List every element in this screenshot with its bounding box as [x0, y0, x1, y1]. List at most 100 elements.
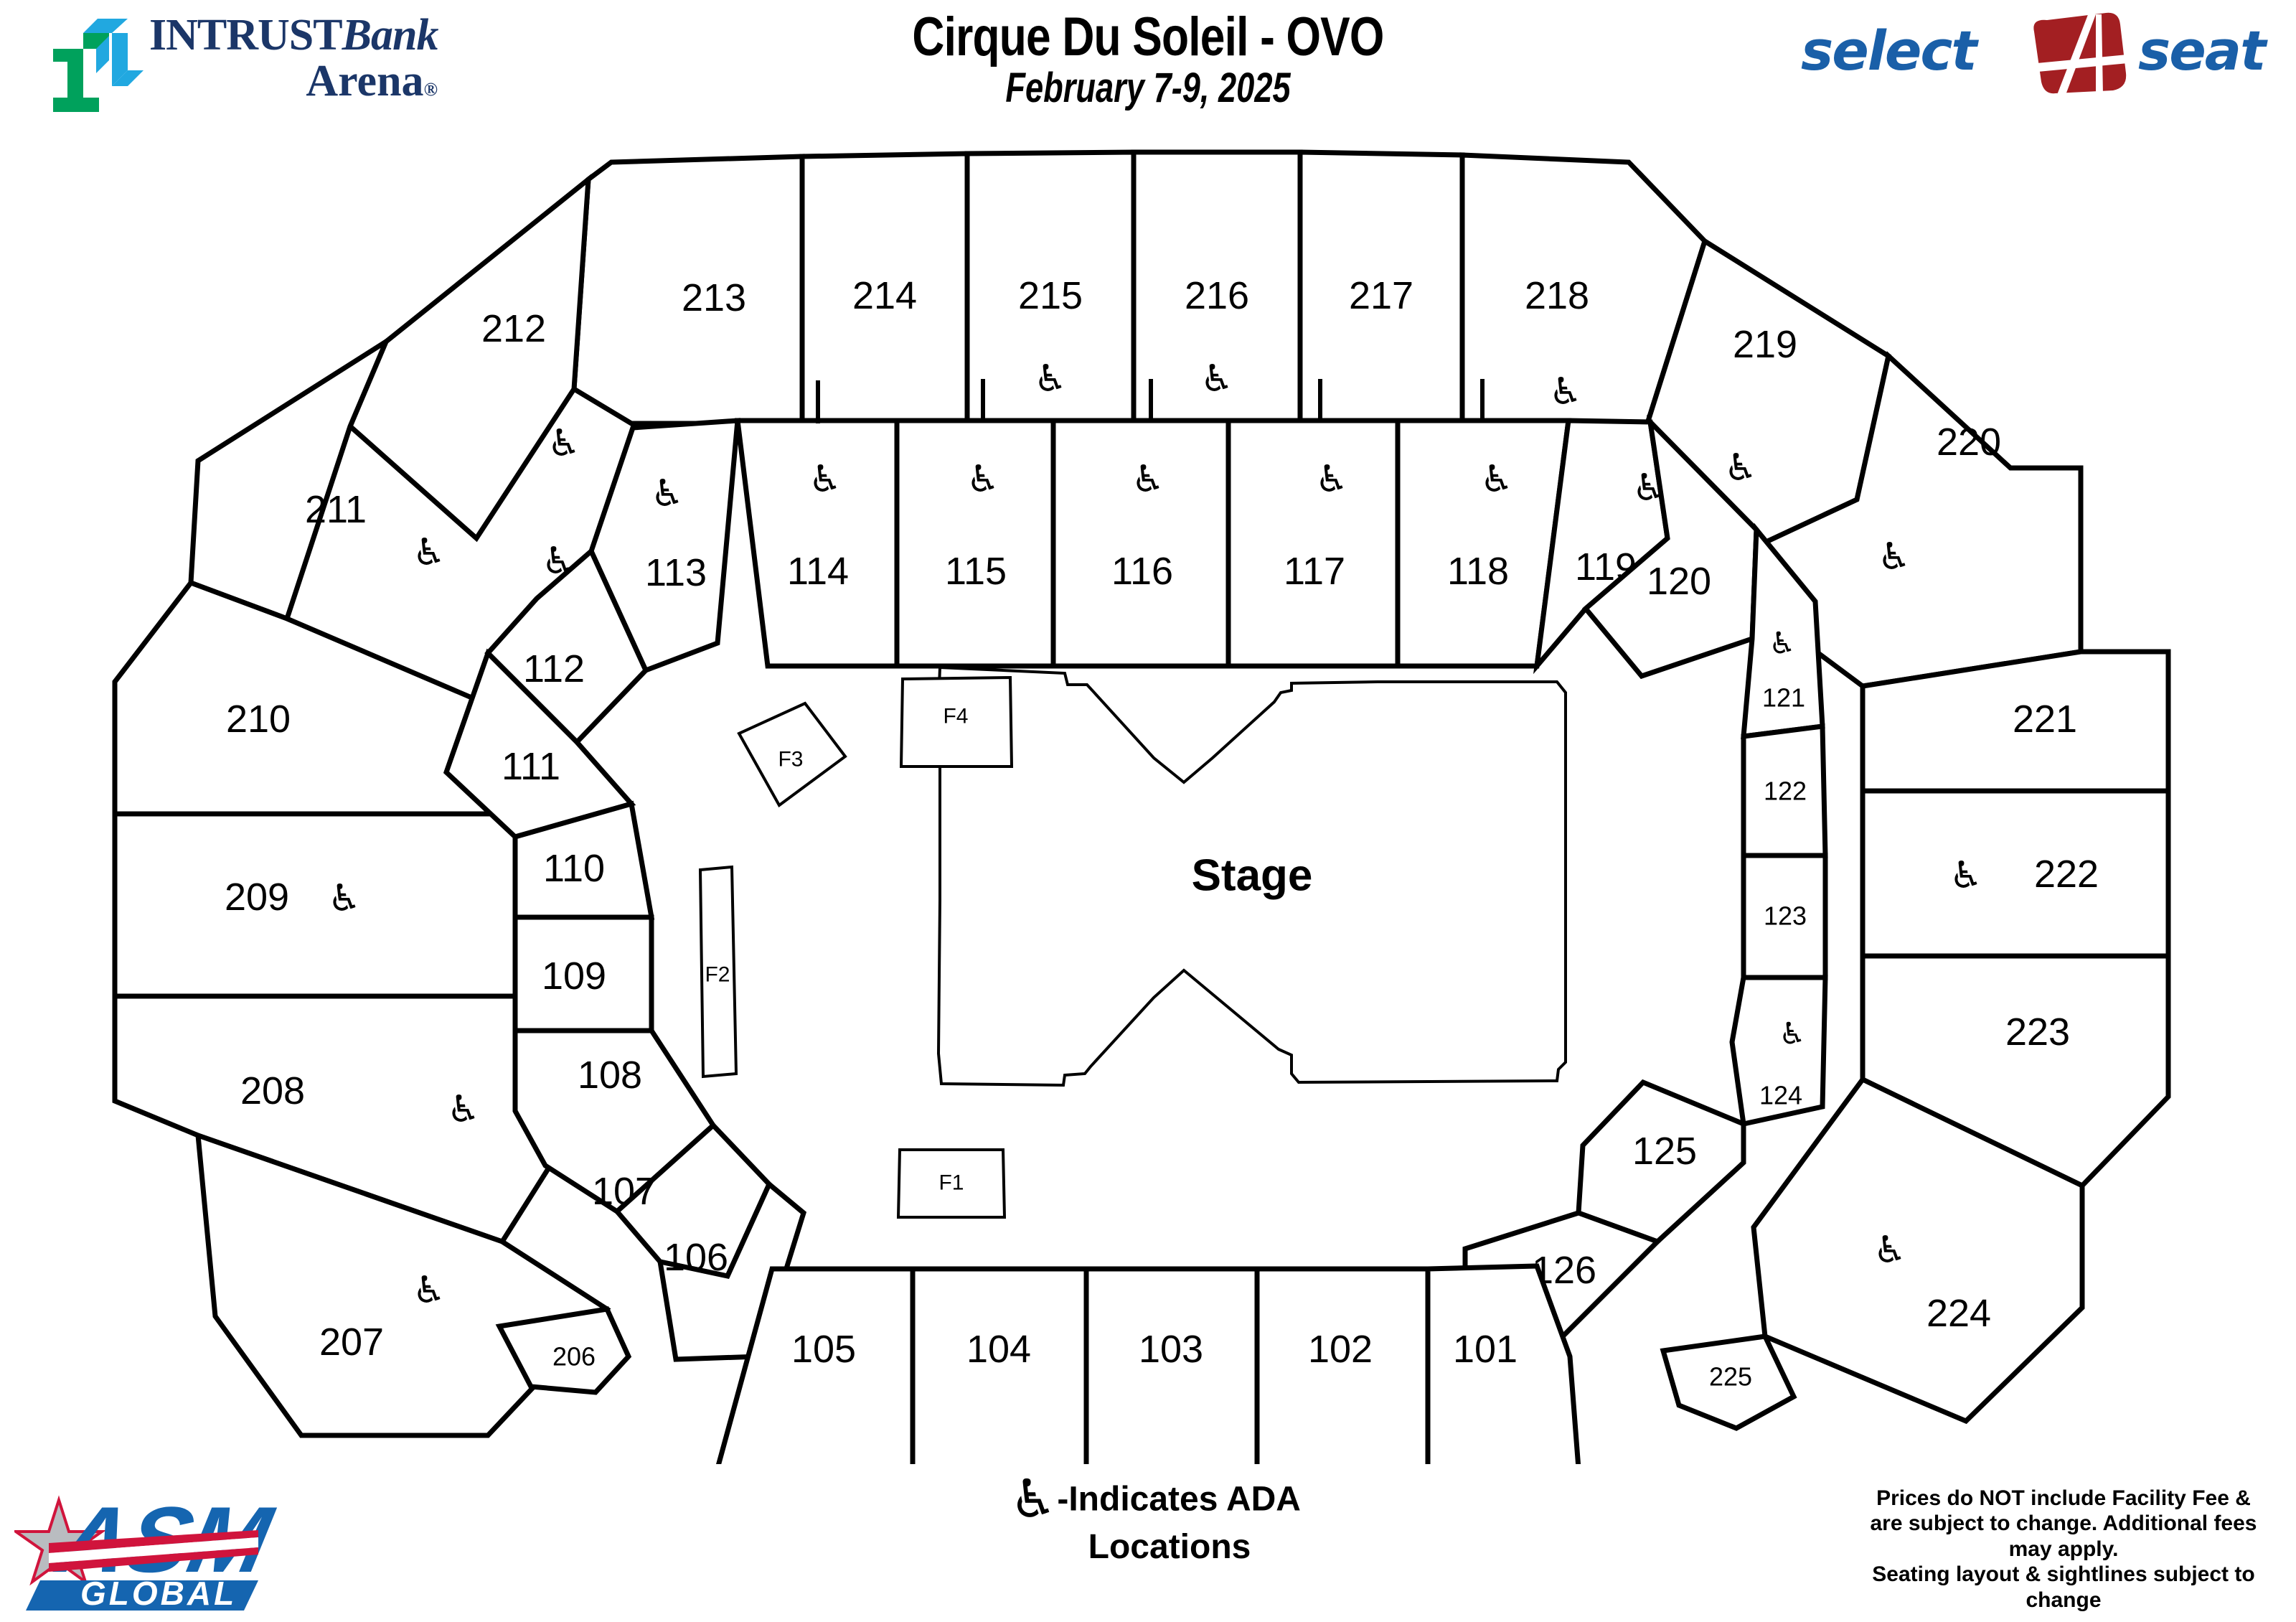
section-107[interactable]: 107 — [592, 1122, 773, 1280]
ada-icon: ♿ — [1034, 357, 1068, 400]
section-222[interactable]: 222 ♿ — [1860, 788, 2171, 959]
section-115-label: 115 — [945, 550, 1007, 593]
section-101[interactable]: 101 — [1425, 1263, 1581, 1464]
section-114[interactable]: 114 ♿ — [735, 418, 900, 669]
section-215-label: 215 — [1018, 274, 1083, 317]
section-125-label: 125 — [1632, 1130, 1697, 1173]
floor-section-F2[interactable]: F2 — [698, 865, 738, 1079]
section-216[interactable]: 216 ♿ — [1131, 149, 1303, 426]
section-208[interactable]: 208 — [112, 993, 606, 1245]
section-111[interactable]: 111 — [443, 648, 636, 840]
ada-icon: ♿ — [1949, 854, 1983, 897]
section-108-label: 108 — [578, 1054, 642, 1097]
section-123[interactable]: 123 — [1741, 853, 1828, 980]
section-214[interactable]: 214 — [799, 151, 970, 426]
page-title: Cirque Du Soleil - OVO — [912, 6, 1384, 67]
section-102-label: 102 — [1308, 1328, 1373, 1371]
section-112[interactable]: 112 ♿ — [484, 540, 649, 746]
four-badge-icon — [2033, 12, 2128, 95]
section-211[interactable]: 211 ♿ — [188, 335, 446, 622]
section-104-label: 104 — [966, 1328, 1031, 1371]
floor-section-F1[interactable]: F1 — [896, 1148, 1007, 1219]
bank-word: Bank — [342, 11, 439, 60]
section-110-label: 110 — [543, 847, 605, 890]
section-213-label: 213 — [682, 276, 746, 319]
section-118-label: 118 — [1447, 550, 1509, 593]
ada-icon: ♿ — [1131, 458, 1165, 501]
section-207[interactable]: 207 ♿ — [194, 1131, 611, 1438]
section-112-label: 112 — [523, 647, 585, 690]
section-104[interactable]: 104 — [910, 1266, 1089, 1464]
section-107-label: 107 — [592, 1170, 657, 1213]
ada-icon: ♿ — [447, 1088, 481, 1131]
section-122[interactable]: 122 — [1741, 723, 1828, 858]
section-208-label: 208 — [240, 1069, 305, 1112]
section-103[interactable]: 103 — [1083, 1266, 1260, 1464]
seating-chart[interactable]: 213 214 215 ♿ 216 ♿ 217 218 ♿ 219 ♿ 220 … — [0, 136, 2296, 1464]
section-224-label: 224 — [1926, 1292, 1991, 1335]
floor-section-F4[interactable]: F4 — [899, 675, 1014, 768]
ada-icon: ♿ — [1010, 1468, 1058, 1530]
intrust-logo-mark — [53, 19, 144, 112]
ada-icon: ♿ — [1769, 626, 1796, 661]
registered-mark: ® — [423, 79, 438, 100]
arena-word: Arena — [306, 57, 424, 106]
section-113[interactable]: 113 ♿ — [588, 418, 740, 674]
seating-chart-svg[interactable]: 213 214 215 ♿ 216 ♿ 217 218 ♿ 219 ♿ 220 … — [0, 136, 2296, 1464]
ada-icon: ♿ — [1480, 458, 1514, 501]
page-header: INTRUSTBank Arena® Cirque Du Soleil - OV… — [0, 0, 2296, 151]
floor-section-F1-label: F1 — [938, 1171, 964, 1195]
section-109-label: 109 — [542, 955, 606, 998]
section-217[interactable]: 217 — [1297, 149, 1465, 426]
disclaimer-line-2: are subject to change. Additional fees — [1870, 1511, 2257, 1536]
section-214-label: 214 — [852, 274, 917, 317]
floor-section-F3[interactable]: F3 — [737, 701, 847, 807]
section-209[interactable]: 209 ♿ — [112, 811, 518, 999]
section-209-label: 209 — [225, 876, 289, 919]
floor-section-F3-label: F3 — [778, 748, 803, 772]
section-102[interactable]: 102 — [1254, 1266, 1431, 1464]
ada-icon: ♿ — [1200, 357, 1234, 400]
ada-icon: ♿ — [1549, 370, 1583, 413]
stage-label: Stage — [1192, 851, 1313, 901]
section-222-label: 222 — [2034, 853, 2099, 896]
section-213[interactable]: 213 — [571, 154, 805, 426]
section-124[interactable]: 124 ♿ — [1729, 975, 1828, 1128]
bowl-divider-lines — [816, 379, 1485, 423]
seat-word: seat — [2138, 19, 2266, 83]
section-111-label: 111 — [502, 745, 560, 788]
section-223[interactable]: 223 — [1860, 953, 2171, 1189]
section-212[interactable]: 212 ♿ — [347, 174, 592, 543]
section-215[interactable]: 215 ♿ — [964, 149, 1137, 426]
section-117[interactable]: 117 ♿ — [1225, 418, 1401, 669]
section-125[interactable]: 125 — [1576, 1079, 1746, 1245]
ada-legend-line1: -Indicates ADA — [1057, 1480, 1301, 1519]
section-219-label: 219 — [1733, 323, 1797, 366]
ada-icon: ♿ — [1779, 1016, 1806, 1051]
intrust-wordmark: INTRUSTBank Arena® — [149, 13, 451, 103]
section-101-label: 101 — [1453, 1328, 1518, 1371]
section-116[interactable]: 116 ♿ — [1050, 418, 1231, 669]
section-121-label: 121 — [1762, 683, 1805, 713]
select-word: select — [1801, 19, 1977, 83]
section-225[interactable]: 225 — [1660, 1333, 1797, 1431]
svg-text:GLOBAL: GLOBAL — [80, 1575, 237, 1612]
section-206-label: 206 — [552, 1342, 596, 1372]
intrust-bank-arena-logo: INTRUSTBank Arena® — [43, 13, 445, 135]
section-110[interactable]: 110 — [512, 800, 655, 920]
stage-area[interactable]: Stage — [936, 665, 1567, 1087]
section-105[interactable]: 105 — [716, 1266, 916, 1464]
section-109[interactable]: 109 — [512, 914, 654, 1033]
section-210-label: 210 — [226, 698, 291, 741]
section-123-label: 123 — [1764, 901, 1807, 931]
section-115[interactable]: 115 ♿ — [894, 418, 1056, 669]
ada-icon: ♿ — [966, 458, 1000, 501]
section-218[interactable]: 218 ♿ — [1459, 152, 1708, 426]
section-124-label: 124 — [1759, 1081, 1802, 1110]
section-121[interactable]: 121 ♿ — [1741, 522, 1825, 740]
intrust-word: INTRUST — [149, 11, 343, 60]
section-224[interactable]: 224 ♿ — [1751, 1076, 2085, 1425]
section-114-label: 114 — [787, 550, 849, 593]
section-206[interactable]: 206 — [495, 1306, 632, 1395]
ada-icon: ♿ — [1315, 458, 1349, 501]
